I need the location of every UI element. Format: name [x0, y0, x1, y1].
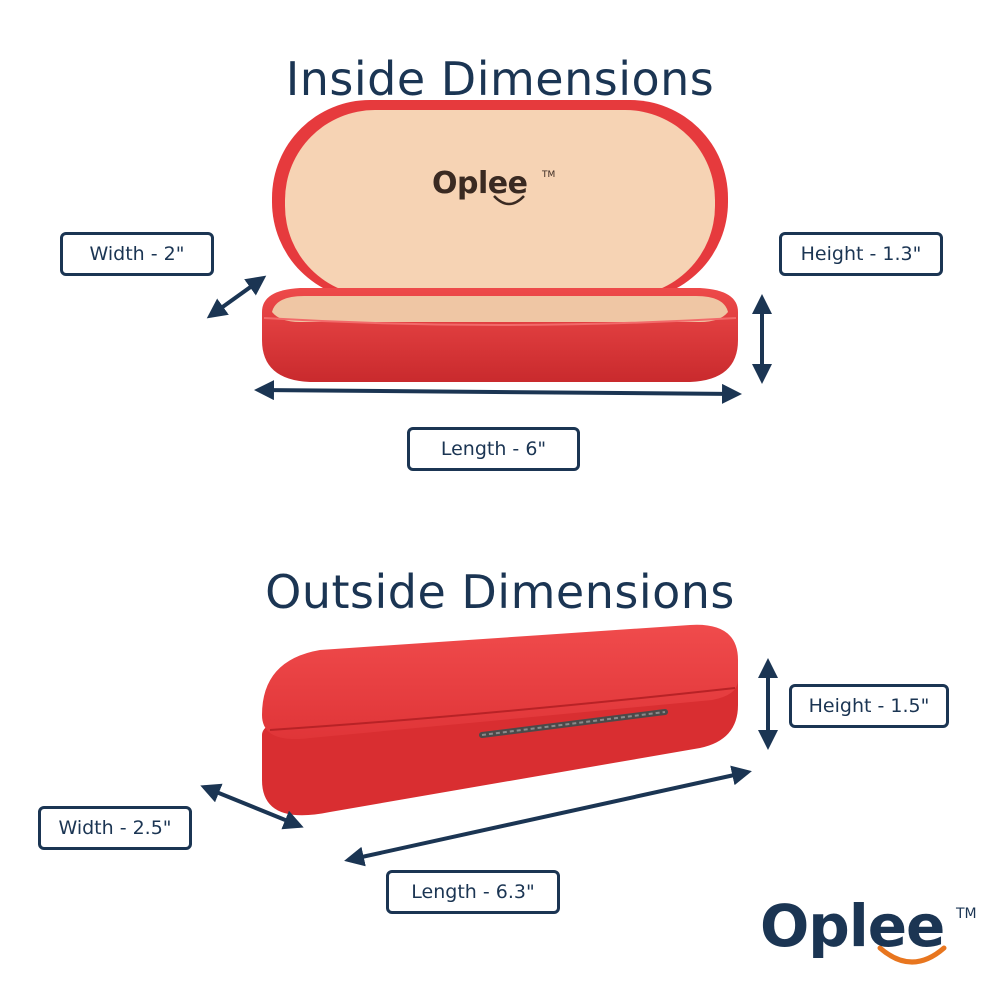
open-case-image [262, 100, 738, 382]
case-logo-tm: TM [542, 170, 556, 180]
outside-width-label: Width - 2.5" [38, 806, 192, 850]
inside-height-label: Height - 1.3" [779, 232, 943, 276]
outside-length-arrow [344, 765, 752, 867]
inside-length-label: Length - 6" [407, 427, 580, 471]
inside-length-arrow [254, 380, 742, 404]
brand-logo-text: Oplee [760, 892, 945, 960]
outside-dimensions-heading: Outside Dimensions [265, 565, 735, 619]
closed-case-image [262, 624, 738, 816]
outside-length-label: Length - 6.3" [386, 870, 560, 914]
outside-height-label: Height - 1.5" [789, 684, 949, 728]
case-logo-smile-icon [493, 195, 525, 206]
case-logo-text: Oplee [432, 166, 528, 201]
brand-logo: Oplee TM [760, 892, 980, 982]
inside-dimensions-heading: Inside Dimensions [285, 52, 715, 106]
outside-width-arrow [200, 783, 304, 830]
inside-width-arrow [206, 275, 267, 319]
inside-width-label: Width - 2" [60, 232, 214, 276]
brand-logo-tm: TM [956, 906, 977, 922]
brand-smile-icon [877, 945, 947, 965]
